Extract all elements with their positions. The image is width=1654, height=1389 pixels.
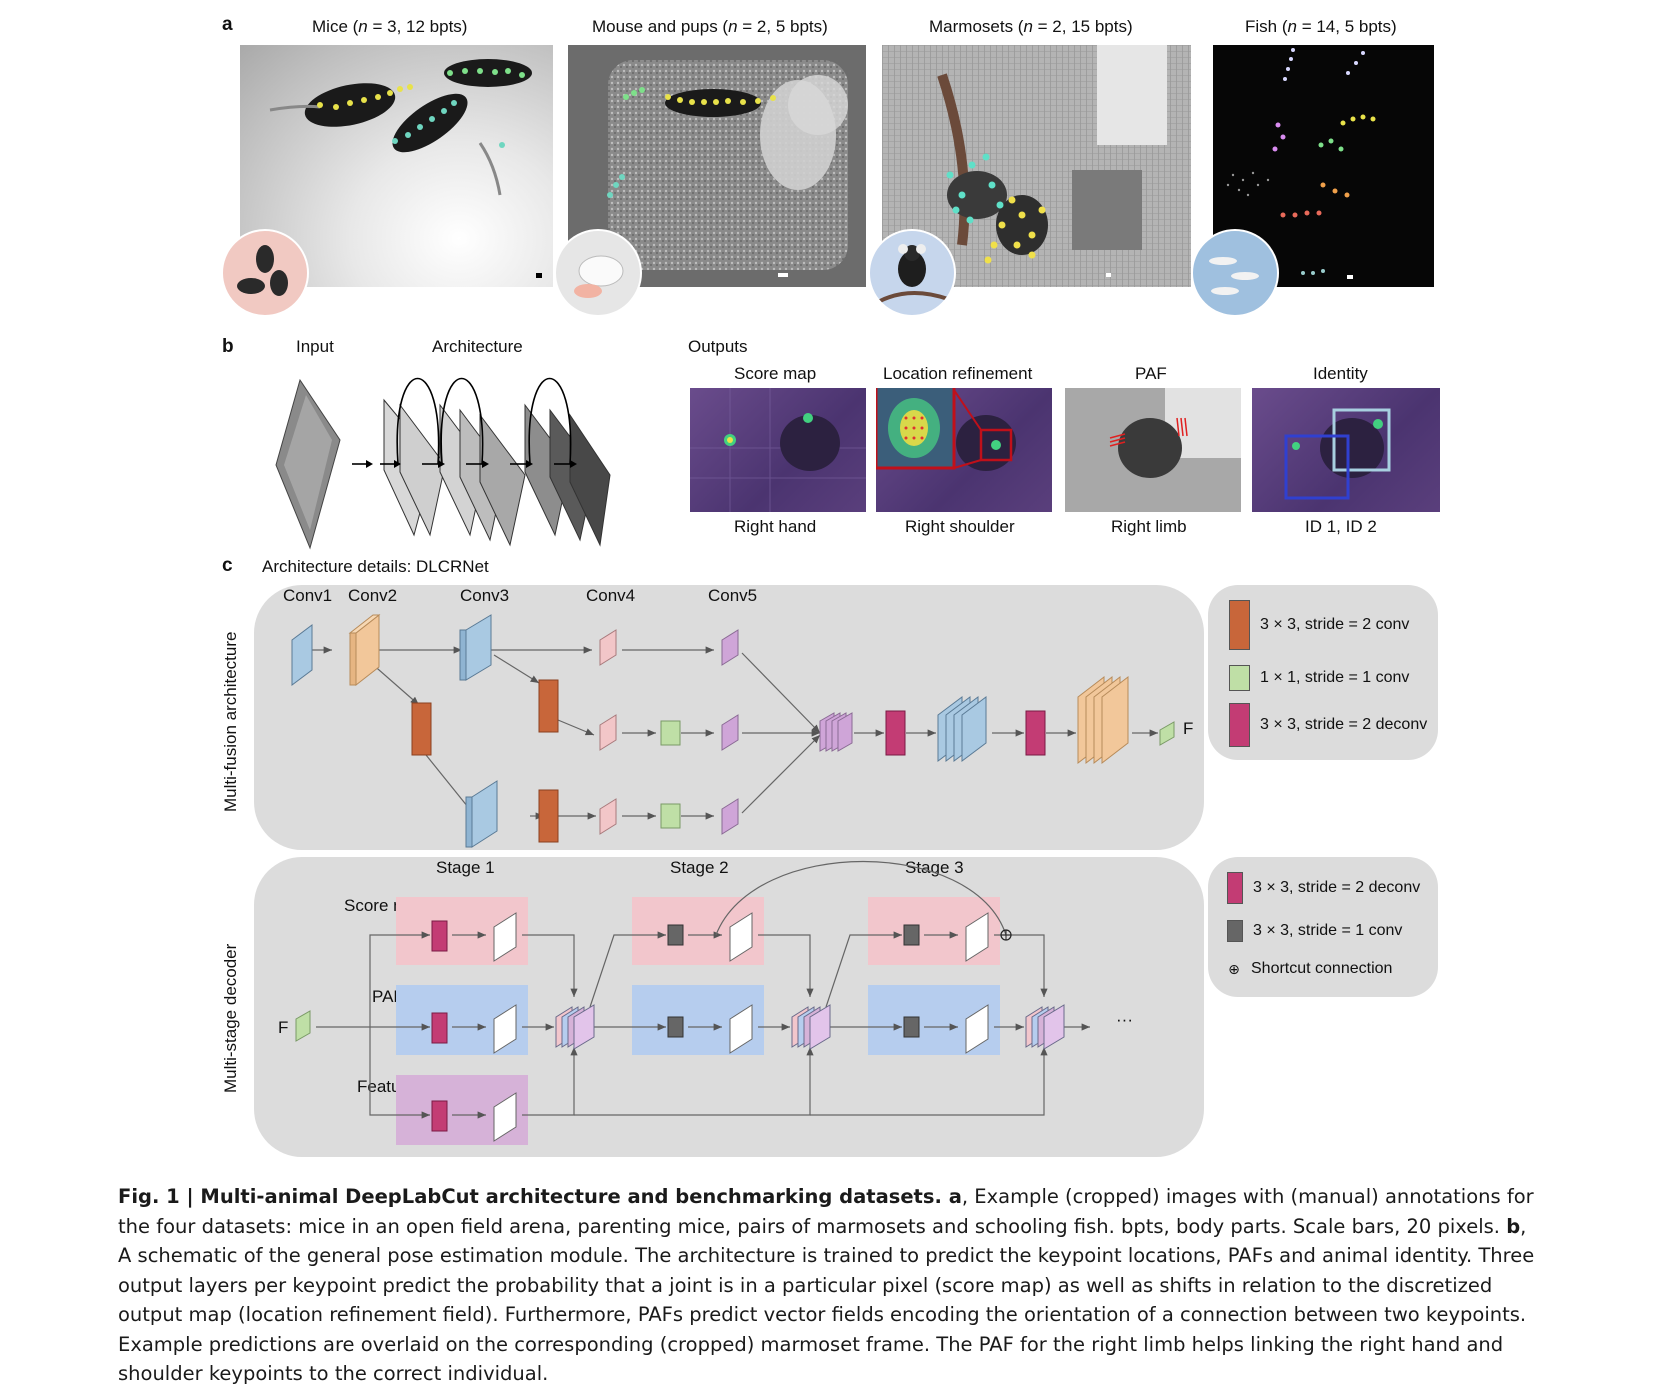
shortcut-icon: ⊕ [1228, 960, 1240, 977]
caption-fig-number: Fig. 1 | [118, 1185, 194, 1208]
legend1-deconv: 3 × 3, stride = 2 deconv [1229, 703, 1427, 747]
location-refinement-image [876, 388, 1052, 512]
legend1-1x1: 1 × 1, stride = 1 conv [1229, 665, 1409, 691]
multifusion-diagram [291, 613, 1175, 848]
location-refinement-title: Location refinement [883, 364, 1033, 383]
multifusion-label: Multi-fusion architecture [221, 631, 240, 812]
decoder-diagram [295, 861, 1090, 1145]
figure-caption: Fig. 1 | Multi-animal DeepLabCut archite… [118, 1182, 1538, 1389]
score-map-image [690, 388, 866, 512]
panel-a-title-mice: Mice (n = 3, 12 bpts) [312, 17, 468, 36]
paf-title: PAF [1135, 364, 1167, 383]
legend2-shortcut: ⊕ Shortcut connection [1228, 960, 1393, 977]
architecture-schematic [275, 377, 611, 550]
paf-image [1065, 388, 1241, 512]
f-input-label: F [278, 1018, 289, 1037]
mice-illustration [221, 229, 309, 317]
right-limb-label: Right limb [1111, 517, 1187, 536]
conv1-label: Conv1 [283, 586, 333, 605]
legend-box-2 [1208, 857, 1438, 997]
legend2-deconv-swatch [1227, 872, 1243, 904]
panel-a-title-marmosets: Marmosets (n = 2, 15 bpts) [929, 17, 1133, 36]
panel-c-letter: c [222, 555, 233, 576]
input-label: Input [296, 337, 334, 356]
mice-annotations [269, 59, 542, 278]
panel-a-title-mouse-pups: Mouse and pups (n = 2, 5 bpts) [592, 17, 828, 36]
stage3-label: Stage 3 [905, 858, 964, 877]
caption-b-letter: b [1506, 1214, 1521, 1238]
architecture-details-title: Architecture details: DLCRNet [262, 557, 489, 576]
conv2-label: Conv2 [348, 586, 398, 605]
score-map-title: Score map [734, 364, 817, 383]
conv5-label: Conv5 [708, 586, 758, 605]
identity-title: Identity [1313, 364, 1368, 383]
legend2-conv: 3 × 3, stride = 1 conv [1227, 920, 1402, 942]
caption-a-letter: a [941, 1185, 962, 1208]
legend1-conv: 3 × 3, stride = 2 conv [1229, 600, 1409, 650]
stage2-label: Stage 2 [670, 858, 729, 877]
caption-title: Multi-animal DeepLabCut architecture and… [193, 1185, 942, 1208]
right-shoulder-label: Right shoulder [905, 517, 1015, 536]
id-label: ID 1, ID 2 [1305, 517, 1377, 536]
caption-a-text: , Example (cropped) images with (manual)… [118, 1185, 1534, 1238]
architecture-label: Architecture [432, 337, 523, 356]
right-hand-label: Right hand [734, 517, 817, 536]
identity-image [1252, 388, 1440, 512]
stage1-label: Stage 1 [436, 858, 495, 877]
fish-illustration [1191, 229, 1279, 317]
panel-a-letter: a [222, 14, 233, 35]
paf-branch-label: PAF [372, 987, 404, 1006]
outputs-label: Outputs [688, 337, 748, 356]
panel-b-letter: b [222, 336, 234, 357]
f-output-label: F [1183, 719, 1194, 738]
conv4-label: Conv4 [586, 586, 636, 605]
caption-b-text: , A schematic of the general pose estima… [118, 1214, 1535, 1386]
marmoset-illustration [868, 229, 956, 317]
legend2-deconv: 3 × 3, stride = 2 deconv [1227, 872, 1420, 904]
conv3-label: Conv3 [460, 586, 510, 605]
panel-a-title-fish: Fish (n = 14, 5 bpts) [1245, 17, 1397, 36]
legend1-deconv-swatch [1229, 703, 1250, 747]
mouse-pups-illustration [554, 229, 642, 317]
legend2-conv-swatch [1227, 920, 1243, 942]
legend1-conv-swatch [1229, 600, 1250, 650]
mouse-pups-photo [568, 45, 866, 287]
decoder-label: Multi-stage decoder [221, 943, 240, 1093]
legend1-1x1-swatch [1229, 665, 1250, 691]
ellipsis-label: ··· [1116, 1010, 1133, 1029]
